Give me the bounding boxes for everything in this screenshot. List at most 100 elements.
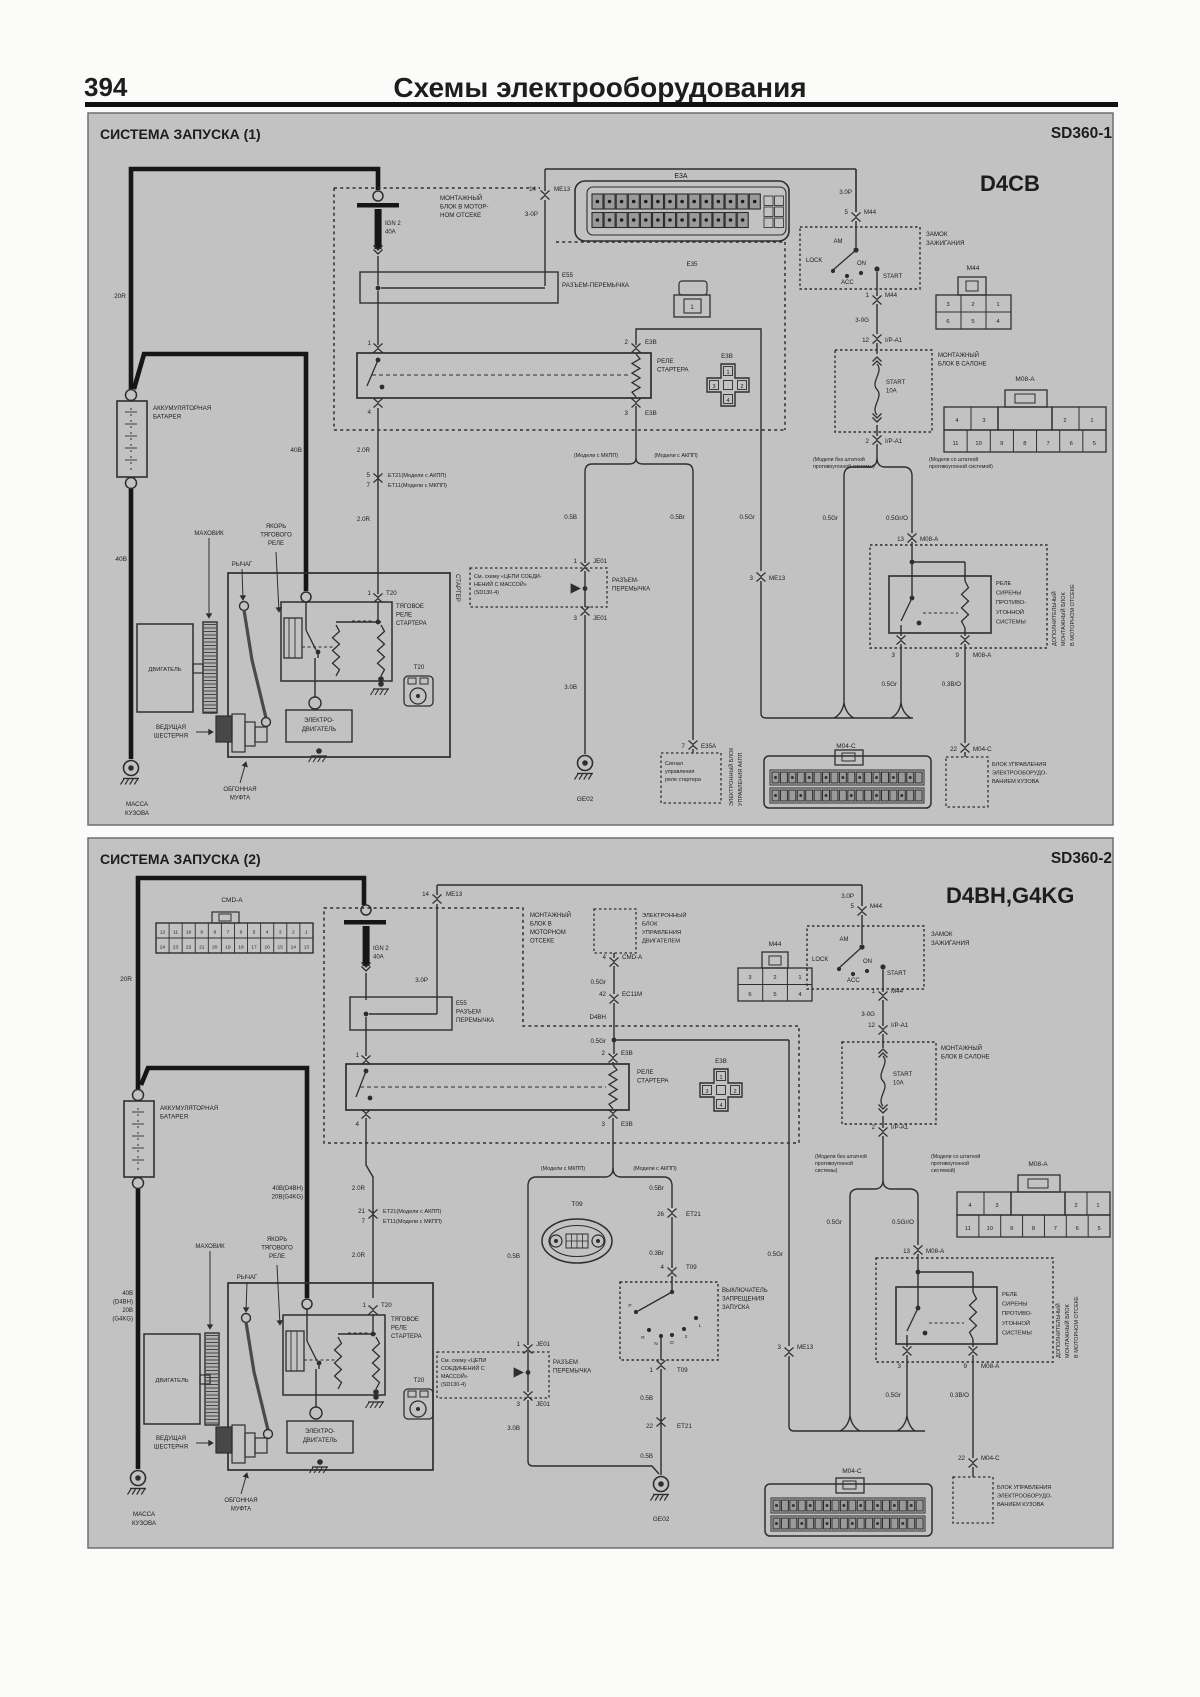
svg-text:3: 3 xyxy=(712,384,715,390)
svg-text:3: 3 xyxy=(750,575,754,582)
svg-text:3-0G: 3-0G xyxy=(861,1011,875,1018)
svg-text:T20: T20 xyxy=(414,664,425,671)
svg-text:СТАРТЕРА: СТАРТЕРА xyxy=(657,367,689,374)
svg-text:БЛОК УПРАВЛЕНИЯ: БЛОК УПРАВЛЕНИЯ xyxy=(992,762,1046,768)
svg-text:РЕЛЕ: РЕЛЕ xyxy=(1002,1292,1018,1298)
svg-text:ПЕРЕМЫЧКА: ПЕРЕМЫЧКА xyxy=(612,587,650,593)
svg-text:E3B: E3B xyxy=(721,353,733,360)
svg-text:E3A: E3A xyxy=(674,173,688,180)
svg-text:управления: управления xyxy=(665,769,694,775)
svg-text:ЭЛЕКТРОННЫЙ БЛОК: ЭЛЕКТРОННЫЙ БЛОК xyxy=(727,747,735,806)
svg-text:4: 4 xyxy=(603,954,607,961)
svg-text:D4CB: D4CB xyxy=(980,171,1040,196)
svg-text:В МОТОРНОМ ОТСЕКЕ: В МОТОРНОМ ОТСЕКЕ xyxy=(1070,584,1076,646)
svg-text:БЛОК: БЛОК xyxy=(642,922,658,928)
svg-text:(Модели без штатной: (Модели без штатной xyxy=(815,1153,867,1160)
svg-text:E3B: E3B xyxy=(621,1050,633,1057)
svg-text:системой): системой) xyxy=(931,1167,956,1174)
svg-text:AM: AM xyxy=(840,937,849,943)
svg-text:ЗАМОК: ЗАМОК xyxy=(926,231,948,238)
svg-text:СТАРТЕРА: СТАРТЕРА xyxy=(396,621,427,627)
svg-text:ДВИГАТЕЛЬ: ДВИГАТЕЛЬ xyxy=(302,727,336,733)
svg-text:ДВИГАТЕЛЕМ: ДВИГАТЕЛЕМ xyxy=(642,939,680,945)
svg-text:БЛОК В САЛОНЕ: БЛОК В САЛОНЕ xyxy=(938,362,987,368)
svg-text:E35: E35 xyxy=(686,261,698,268)
svg-text:23: 23 xyxy=(173,945,179,951)
svg-text:22: 22 xyxy=(186,945,192,951)
svg-text:5: 5 xyxy=(851,903,855,910)
svg-text:5: 5 xyxy=(1097,1226,1100,1232)
svg-text:20R: 20R xyxy=(114,293,126,300)
svg-text:3: 3 xyxy=(705,1089,708,1095)
svg-text:20: 20 xyxy=(212,945,218,951)
svg-text:РЕЛЕ: РЕЛЕ xyxy=(391,1326,407,1332)
svg-text:(Модели с МКПП): (Модели с МКПП) xyxy=(541,1166,585,1172)
svg-text:0.5Gr: 0.5Gr xyxy=(591,1038,606,1045)
svg-text:2.0R: 2.0R xyxy=(352,1185,366,1192)
svg-text:M08-A: M08-A xyxy=(1028,1161,1048,1168)
svg-text:E3B: E3B xyxy=(621,1121,633,1128)
svg-text:ME13: ME13 xyxy=(769,575,786,582)
svg-text:3: 3 xyxy=(982,418,985,424)
svg-text:1: 1 xyxy=(690,305,694,311)
svg-text:3: 3 xyxy=(279,930,282,936)
svg-text:5: 5 xyxy=(845,209,849,216)
svg-text:3: 3 xyxy=(602,1121,606,1128)
svg-text:РЕЛЕ: РЕЛЕ xyxy=(269,1254,285,1260)
svg-text:РАЗЪЕМ-ПЕРЕМЫЧКА: РАЗЪЕМ-ПЕРЕМЫЧКА xyxy=(562,282,630,289)
svg-text:2: 2 xyxy=(625,339,629,346)
svg-text:2: 2 xyxy=(971,302,974,308)
svg-text:5: 5 xyxy=(773,992,776,998)
svg-text:D: D xyxy=(670,1340,674,1346)
svg-text:0.3B/O: 0.3B/O xyxy=(950,1392,969,1399)
svg-text:СИСТЕМА ЗАПУСКА (1): СИСТЕМА ЗАПУСКА (1) xyxy=(100,126,261,142)
svg-text:2: 2 xyxy=(292,930,295,936)
svg-text:ЯКОРЬ: ЯКОРЬ xyxy=(267,1237,287,1243)
svg-text:ТЯГОВОЕ: ТЯГОВОЕ xyxy=(396,604,424,610)
svg-text:3: 3 xyxy=(625,410,629,417)
svg-text:ACC: ACC xyxy=(841,280,854,286)
svg-text:2.0R: 2.0R xyxy=(357,516,371,523)
svg-text:10: 10 xyxy=(186,930,192,936)
svg-text:M08-A: M08-A xyxy=(926,1248,945,1255)
svg-text:11: 11 xyxy=(952,441,958,447)
svg-text:LOCK: LOCK xyxy=(812,957,828,963)
svg-text:БЛОК В МОТОР-: БЛОК В МОТОР- xyxy=(440,204,489,211)
svg-text:ЗАМОК: ЗАМОК xyxy=(931,931,953,938)
svg-text:M08-A: M08-A xyxy=(973,652,992,659)
svg-text:SD360-2: SD360-2 xyxy=(1051,850,1112,867)
svg-text:ВЕДУЩАЯ: ВЕДУЩАЯ xyxy=(156,725,186,731)
svg-text:3: 3 xyxy=(892,652,896,659)
svg-text:(Модели без штатной: (Модели без штатной xyxy=(813,456,865,463)
svg-text:ET11(Модели с МКПП): ET11(Модели с МКПП) xyxy=(388,483,447,489)
svg-text:МАХОВИК: МАХОВИК xyxy=(194,531,224,537)
svg-text:START: START xyxy=(887,971,906,977)
svg-text:АККУМУЛЯТОРНАЯ: АККУМУЛЯТОРНАЯ xyxy=(153,405,211,412)
svg-text:См. схему «ЦЕПИ СОЕДИ-: См. схему «ЦЕПИ СОЕДИ- xyxy=(474,574,542,580)
svg-text:21: 21 xyxy=(199,945,205,951)
svg-text:T09: T09 xyxy=(686,1264,697,1271)
svg-text:7: 7 xyxy=(682,743,686,750)
svg-text:42: 42 xyxy=(599,991,606,998)
svg-text:9: 9 xyxy=(200,930,203,936)
svg-text:22: 22 xyxy=(646,1423,653,1430)
svg-text:1: 1 xyxy=(719,1075,722,1081)
svg-text:4: 4 xyxy=(719,1103,722,1109)
svg-text:3.0P: 3.0P xyxy=(415,977,428,984)
svg-text:МОНТАЖНЫЙ: МОНТАЖНЫЙ xyxy=(530,911,571,919)
svg-text:M44: M44 xyxy=(769,941,782,948)
svg-text:21: 21 xyxy=(358,1208,365,1215)
svg-text:ЗАЖИГАНИЯ: ЗАЖИГАНИЯ xyxy=(926,240,964,247)
svg-text:ШЕСТЕРНЯ: ШЕСТЕРНЯ xyxy=(154,1445,188,1451)
svg-text:ШЕСТЕРНЯ: ШЕСТЕРНЯ xyxy=(154,734,188,740)
svg-text:(Модели со штатной: (Модели со штатной xyxy=(931,1153,980,1160)
svg-text:M04-C: M04-C xyxy=(842,1468,862,1475)
svg-text:СИРЕНЫ: СИРЕНЫ xyxy=(1002,1302,1027,1308)
svg-text:СИРЕНЫ: СИРЕНЫ xyxy=(996,591,1021,597)
svg-text:МАССА: МАССА xyxy=(133,1511,156,1518)
svg-text:МОНТАЖНЫЙ: МОНТАЖНЫЙ xyxy=(440,194,482,202)
svg-text:противоугонной системой): противоугонной системой) xyxy=(929,463,993,470)
svg-text:МУФТА: МУФТА xyxy=(230,796,250,802)
svg-text:ЯКОРЬ: ЯКОРЬ xyxy=(266,524,286,530)
svg-text:МАССА: МАССА xyxy=(126,801,149,808)
